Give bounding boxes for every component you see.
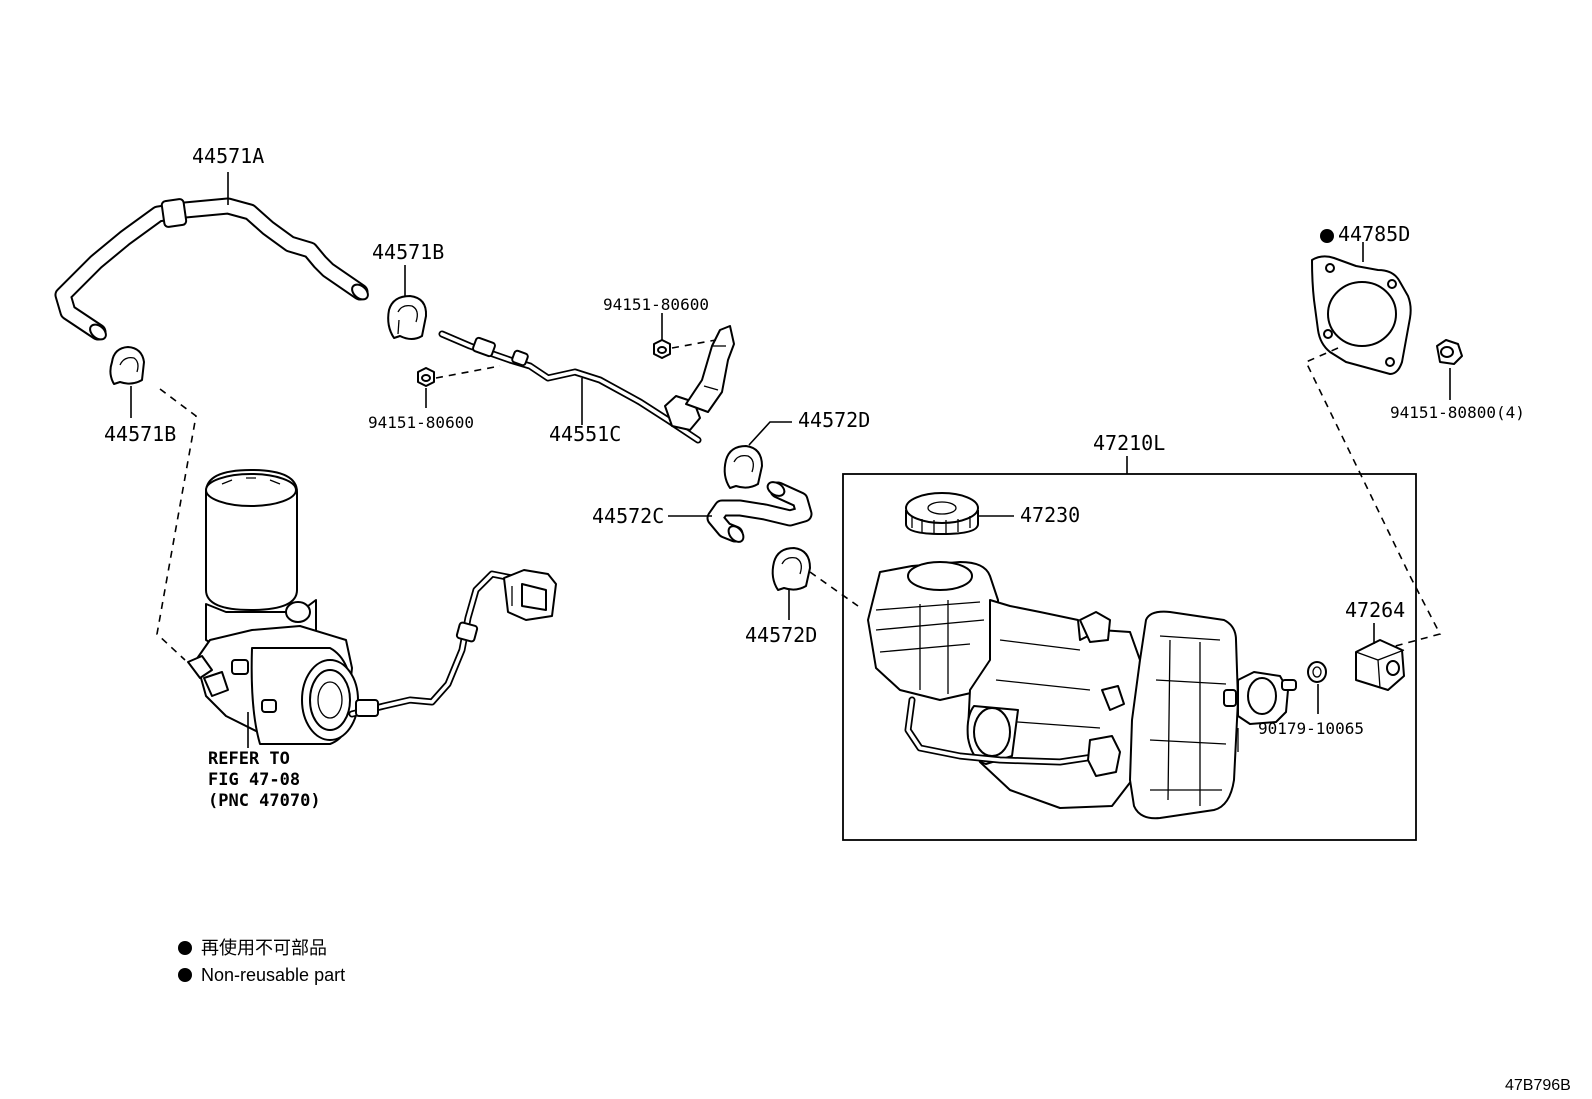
label-47230: 47230 [1020,503,1080,527]
bolt-94151-80600-left[interactable] [417,367,435,387]
label-44572d-bottom: 44572D [745,623,817,647]
pump-motor-assembly[interactable] [187,469,557,745]
clamp-44571b-top[interactable] [387,295,428,340]
gasket-44785d[interactable] [1311,255,1412,375]
nut-90179-10065[interactable] [1307,661,1327,683]
label-44571b-left: 44571B [104,422,176,446]
label-44785d: 44785D [1338,222,1410,246]
clamp-44571b-left[interactable] [109,346,145,385]
reservoir-cap-47230[interactable] [905,492,979,535]
legend-dot-jp [178,941,192,955]
label-47264: 47264 [1345,598,1405,622]
refer-line-2: FIG 47-08 [208,770,300,790]
label-44571b-top: 44571B [372,240,444,264]
label-44551c: 44551C [549,422,621,446]
legend-dot-en [178,968,192,982]
clamp-44572d-top[interactable] [723,445,763,489]
brake-booster-assembly[interactable] [867,561,1297,820]
legend-text-jp: 再使用不可部品 [201,938,327,958]
refer-line-3: (PNC 47070) [208,791,321,811]
refer-line-1: REFER TO [208,749,290,769]
label-94151-80600-left: 94151-80600 [368,413,474,432]
non-reusable-dot-44785d [1320,229,1334,243]
label-94151-80600-top: 94151-80600 [603,295,709,314]
label-94151-80800: 94151-80800(4) [1390,403,1525,422]
hose-44572c[interactable] [706,479,813,544]
assembly-47210l-box [842,473,1417,841]
label-44571a: 44571A [192,144,264,168]
label-44572c: 44572C [592,504,664,528]
legend-text-en: Non-reusable part [201,965,345,985]
bolt-94151-80600-top[interactable] [653,339,671,359]
label-47210l: 47210L [1093,431,1165,455]
pipe-44551c[interactable] [438,325,735,444]
clamp-44572d-bottom[interactable] [771,547,811,591]
bracket-47264[interactable] [1355,639,1405,691]
bolt-94151-80800[interactable] [1436,339,1463,365]
figure-code: 47B796B [1505,1077,1571,1094]
label-44572d-top: 44572D [798,408,870,432]
label-90179-10065: 90179-10065 [1258,719,1364,738]
hose-44571a[interactable] [54,197,371,343]
